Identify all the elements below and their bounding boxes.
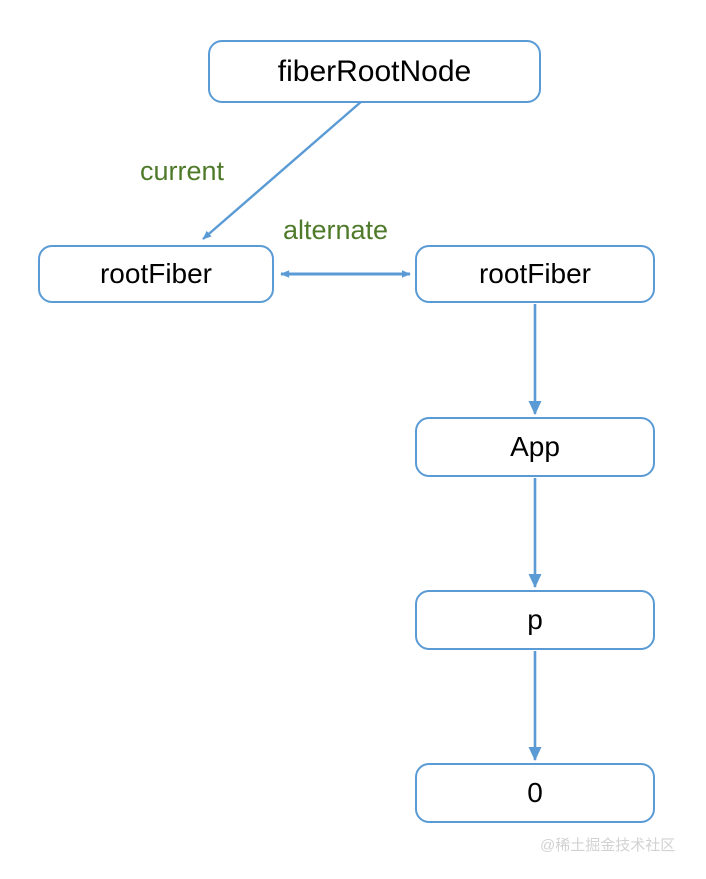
node-app[interactable]: App (415, 417, 655, 477)
node-label: 0 (527, 777, 543, 808)
node-root-fiber-current[interactable]: rootFiber (38, 245, 274, 303)
node-root-fiber-wip[interactable]: rootFiber (415, 245, 655, 303)
node-fiber-root-node[interactable]: fiberRootNode (208, 40, 541, 103)
node-label: fiberRootNode (277, 54, 472, 88)
watermark: @稀土掘金技术社区 (540, 837, 676, 854)
node-label: p (527, 604, 543, 635)
node-zero[interactable]: 0 (415, 763, 655, 823)
node-label: App (510, 431, 560, 462)
node-label: rootFiber (99, 258, 213, 289)
node-label: rootFiber (478, 258, 592, 289)
edge-label-alternate: alternate (283, 215, 389, 245)
node-p[interactable]: p (415, 590, 655, 650)
edge-label-current: current (140, 156, 225, 186)
